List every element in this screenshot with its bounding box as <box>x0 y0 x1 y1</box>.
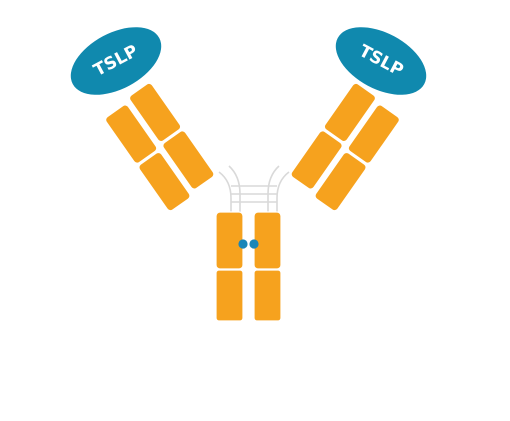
hinge-left-outer <box>218 171 232 212</box>
fc-domain-left-upper <box>215 211 244 270</box>
fab-arm-right <box>290 82 400 212</box>
heavy-chain-domain-right-lower <box>290 130 343 190</box>
heavy-chain-domain-left-upper <box>128 82 182 143</box>
heavy-chain-domain-left-lower <box>162 130 215 190</box>
fc-domain-left-lower <box>215 269 244 322</box>
light-chain-domain-right-lower <box>314 151 367 212</box>
antigen-ellipse-right <box>335 27 427 95</box>
heavy-chain-domain-right-upper <box>323 82 377 143</box>
light-chain-domain-left-lower <box>138 151 191 212</box>
hinge-right-outer <box>276 171 290 212</box>
hinge-region <box>218 165 290 212</box>
fc-domain-right-lower <box>253 269 282 322</box>
antigen-right: TSLP <box>335 27 427 95</box>
antigen-ellipse-left <box>70 27 162 95</box>
antigen-left: TSLP <box>70 27 162 95</box>
disulfide-dot-right <box>249 239 259 249</box>
disulfide-dot-left <box>238 239 248 249</box>
fab-arm-left <box>105 82 215 212</box>
fc-region <box>215 211 282 322</box>
fc-domain-right-upper <box>253 211 282 270</box>
light-chain-domain-right-upper <box>347 104 400 164</box>
light-chain-domain-left-upper <box>105 104 158 164</box>
